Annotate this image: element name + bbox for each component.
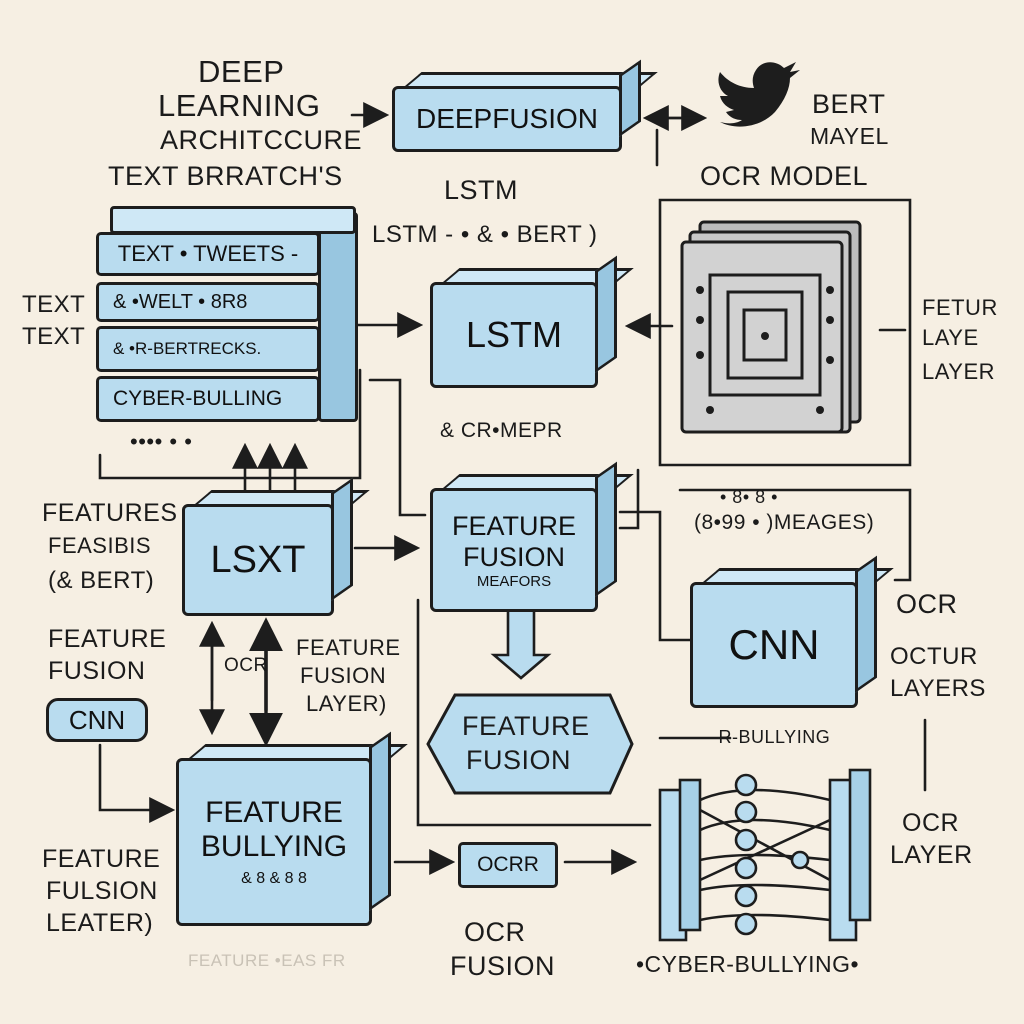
text-stack-item-3: & •R-BERTRECKS. (96, 326, 320, 372)
text-side-label-2: TEXT (22, 323, 86, 350)
feature-fulsion-3: LEATER) (46, 909, 154, 937)
ocr-right-label: OCR (896, 589, 958, 619)
bert-label: BERT (812, 89, 886, 119)
ocr-layer-1: OCR (902, 809, 960, 837)
cyberbullying-bottom-label: •CYBER-BULLYING• (636, 951, 860, 977)
ocr-fusion-2: FUSION (450, 951, 556, 981)
ocr-mid-label: OCR (224, 655, 268, 676)
feature-fulsion-1: FEATURE (42, 845, 161, 873)
deepfusion-label: DEEPFUSION (415, 103, 599, 134)
dots-row: •••• • • (130, 429, 193, 454)
r-bullying-label: —R-BULLYING (700, 727, 831, 747)
bert-paren-label: (& BERT) (48, 567, 155, 594)
mayel-label: MAYEL (810, 123, 889, 149)
feature-fusion-box: FEATURE FUSION MEAFORS (430, 461, 634, 612)
neural-network-icon (658, 768, 872, 942)
ocrr-box: OCRR (458, 842, 558, 888)
title-line-2: LEARNING (158, 88, 321, 123)
title-line-4: TEXT BRRATCH'S (108, 161, 343, 191)
images-label: (8•99 • )MEAGES) (694, 511, 875, 534)
feature-fusion-layer-3: LAYER) (306, 691, 387, 716)
octur-label: OCTUR (890, 643, 978, 670)
text-side-label-1: TEXT (22, 291, 86, 318)
ocr-model-label: OCR MODEL (700, 161, 869, 191)
lstm-box-label: LSTM (465, 314, 562, 355)
cnn-small-box: CNN (46, 698, 148, 742)
feature-fusion-left-2: FUSION (48, 657, 146, 685)
lsxt-label: LSXT (210, 538, 306, 581)
feature-fusion-left-1: FEATURE (48, 625, 167, 653)
features-label: FEATURES (42, 499, 178, 527)
feature-fusion-layer-1: FEATURE (296, 635, 401, 660)
text-stack-side (318, 212, 358, 422)
laye-label: LAYE (922, 325, 979, 350)
deepfusion-box: DEEPFUSION (392, 59, 658, 152)
ocr-layer-2: LAYER (890, 841, 973, 869)
lstm-top-label: LSTM (444, 175, 519, 205)
lstm-bert-label: LSTM - • & • BERT ) (372, 221, 598, 248)
feature-fusion-hex-shape (426, 693, 634, 795)
cnn-big-box: CNN (690, 555, 894, 708)
layers-label: LAYERS (890, 675, 986, 702)
feature-bullying-box: FEATURE BULLYING & 8 & 8 8 (176, 731, 408, 926)
text-stack-item-2: & •WELT • 8R8 (96, 282, 320, 322)
ocr-panel-icon (680, 220, 862, 434)
lstm-box: LSTM (430, 255, 634, 388)
feature-eas-faint-label: FEATURE •EAS FR (188, 951, 346, 970)
cnn-big-label: CNN (728, 621, 820, 668)
text-stack-top (110, 206, 356, 234)
feature-fusion-hex-1: FEATURE (462, 711, 590, 741)
images-top-dots: • 8• 8 • (720, 487, 778, 507)
twitter-bird-icon (718, 62, 800, 127)
feature-fusion-layer-2: FUSION (300, 663, 387, 688)
ocr-fusion-1: OCR (464, 917, 526, 947)
title-line-3: ARCHITCCURE (160, 125, 363, 155)
fetur-label: FETUR (922, 295, 998, 320)
feature-fusion-hex-2: FUSION (466, 745, 572, 775)
ocr-mepr-label: & CR•MEPR (440, 419, 563, 442)
lsxt-box: LSXT (182, 477, 370, 616)
text-stack-item-1: TEXT • TWEETS - (96, 232, 320, 276)
title-line-1: DEEP (198, 54, 285, 89)
text-stack-item-4: CYBER-BULLING (96, 376, 320, 422)
layer-label: LAYER (922, 359, 996, 384)
feasibis-label: FEASIBIS (48, 533, 152, 558)
feature-fulsion-2: FULSION (46, 877, 158, 905)
